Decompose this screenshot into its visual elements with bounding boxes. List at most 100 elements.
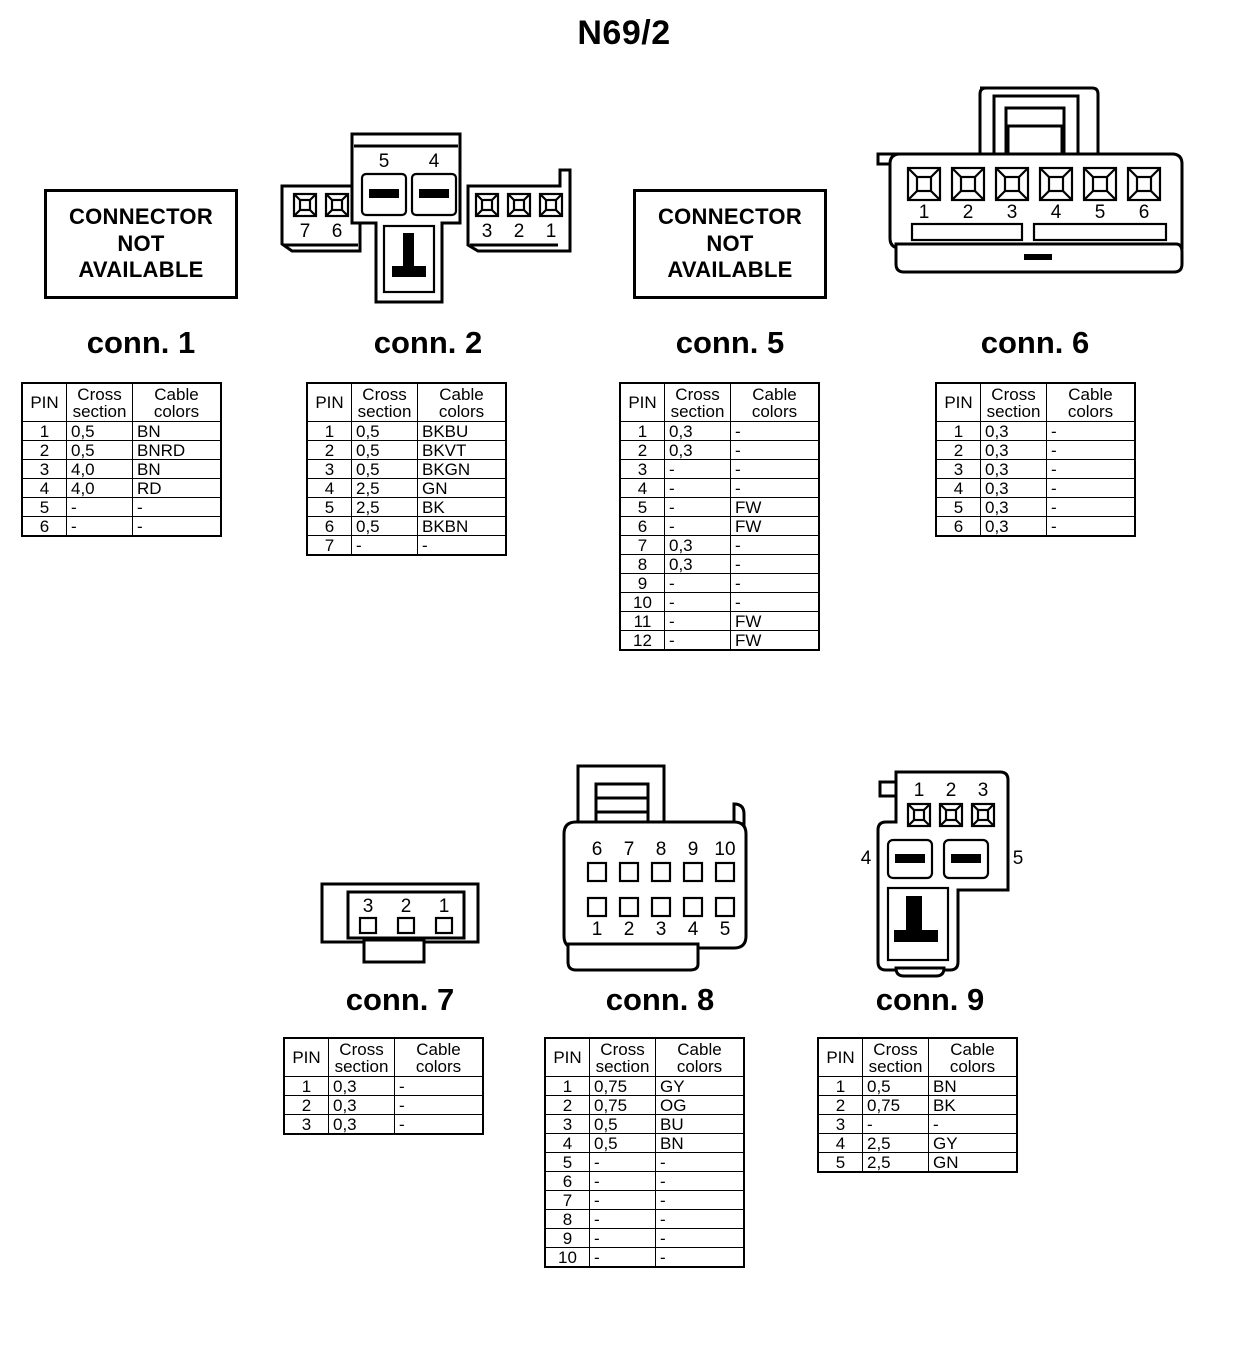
conn6-socket-4 xyxy=(1038,166,1074,202)
cell-cable-colors: - xyxy=(655,1228,744,1248)
conn6-pin-label-5: 5 xyxy=(1095,202,1106,223)
header-pin: PIN xyxy=(818,1038,863,1077)
cell-cross-section: 0,5 xyxy=(351,516,418,536)
conn8-pin-label-2: 2 xyxy=(624,919,635,940)
cell-cross-section: 0,3 xyxy=(980,516,1047,536)
conn8-socket-10 xyxy=(714,861,736,883)
cell-cable-colors: FW xyxy=(730,611,819,631)
cell-pin: 5 xyxy=(545,1152,590,1172)
connector-8-caption: conn. 8 xyxy=(605,982,715,1017)
conn6-socket-3 xyxy=(994,166,1030,202)
na-line-1: CONNECTOR xyxy=(657,203,803,229)
header-cross: Cross xyxy=(77,384,122,404)
table-row: 4-- xyxy=(620,478,819,498)
cell-cross-section: 4,0 xyxy=(66,478,133,498)
cell-cross-section: - xyxy=(589,1209,656,1229)
cell-cross-section: - xyxy=(351,535,418,555)
header-colors: colors xyxy=(415,1056,462,1076)
cell-cable-colors: BKVT xyxy=(417,440,506,460)
cell-pin: 5 xyxy=(936,497,981,517)
cell-pin: 10 xyxy=(620,592,665,612)
header-section: section xyxy=(334,1056,389,1076)
header-section: section xyxy=(72,401,127,421)
cell-pin: 1 xyxy=(545,1076,590,1096)
connector-7-caption: conn. 7 xyxy=(345,982,455,1017)
cell-pin: 3 xyxy=(818,1114,863,1134)
cell-pin: 1 xyxy=(22,421,67,441)
header-cable-colors: Cable colors xyxy=(928,1038,1017,1077)
header-cable-colors: Cable colors xyxy=(394,1038,483,1077)
conn6-pin-label-6: 6 xyxy=(1139,202,1150,223)
table-row: 12-FW xyxy=(620,630,819,650)
cell-cable-colors: - xyxy=(1046,497,1135,517)
conn7-socket-3 xyxy=(358,916,378,935)
connector-2-diagram: 5 4 7 6 3 2 1 xyxy=(272,126,584,310)
table-row: 6-- xyxy=(545,1171,744,1191)
cell-cross-section: 0,3 xyxy=(980,497,1047,517)
conn8-pin-label-6: 6 xyxy=(592,839,603,860)
header-cable-colors: Cable colors xyxy=(417,383,506,422)
conn8-pin-label-5: 5 xyxy=(720,919,731,940)
conn2-pin-label-2: 2 xyxy=(514,221,525,242)
table-row: 9-- xyxy=(620,573,819,593)
cell-cross-section: 0,5 xyxy=(351,421,418,441)
header-cable-colors: Cable colors xyxy=(132,383,221,422)
cell-pin: 4 xyxy=(620,478,665,498)
conn8-pin-label-3: 3 xyxy=(656,919,667,940)
cell-cross-section: 4,0 xyxy=(66,459,133,479)
connector-7-diagram: 3 2 1 xyxy=(312,876,488,968)
cell-pin: 2 xyxy=(818,1095,863,1115)
conn2-socket-3 xyxy=(474,192,500,218)
table-row: 7-- xyxy=(307,535,506,555)
cell-pin: 5 xyxy=(620,497,665,517)
header-cross-section: Cross section xyxy=(980,383,1047,422)
conn8-socket-7 xyxy=(618,861,640,883)
cell-pin: 3 xyxy=(284,1114,329,1134)
cell-cross-section: - xyxy=(664,497,731,517)
cell-pin: 5 xyxy=(307,497,352,517)
cell-cable-colors: GY xyxy=(928,1133,1017,1153)
cell-cable-colors: - xyxy=(730,573,819,593)
cell-pin: 3 xyxy=(620,459,665,479)
header-cross: Cross xyxy=(600,1039,645,1059)
cell-cross-section: 0,3 xyxy=(664,421,731,441)
cell-cable-colors: GN xyxy=(417,478,506,498)
header-cable: Cable xyxy=(154,384,199,404)
header-colors: colors xyxy=(751,401,798,421)
header-colors: colors xyxy=(676,1056,723,1076)
header-cross: Cross xyxy=(991,384,1036,404)
cell-cross-section: 2,5 xyxy=(862,1133,929,1153)
cell-pin: 6 xyxy=(22,516,67,536)
conn8-socket-5 xyxy=(714,896,736,918)
conn9-pin-label-2: 2 xyxy=(946,780,957,801)
cell-pin: 10 xyxy=(545,1247,590,1267)
header-colors: colors xyxy=(949,1056,996,1076)
cell-pin: 2 xyxy=(284,1095,329,1115)
conn8-socket-6 xyxy=(586,861,608,883)
cell-cross-section: 0,3 xyxy=(664,440,731,460)
conn8-socket-4 xyxy=(682,896,704,918)
cell-cross-section: - xyxy=(66,497,133,517)
header-cross-section: Cross section xyxy=(862,1038,929,1077)
cell-cable-colors: - xyxy=(730,440,819,460)
conn8-pin-label-9: 9 xyxy=(688,839,699,860)
cell-cable-colors: - xyxy=(655,1190,744,1210)
cell-pin: 7 xyxy=(307,535,352,555)
cell-cross-section: 0,3 xyxy=(980,440,1047,460)
cell-pin: 4 xyxy=(936,478,981,498)
